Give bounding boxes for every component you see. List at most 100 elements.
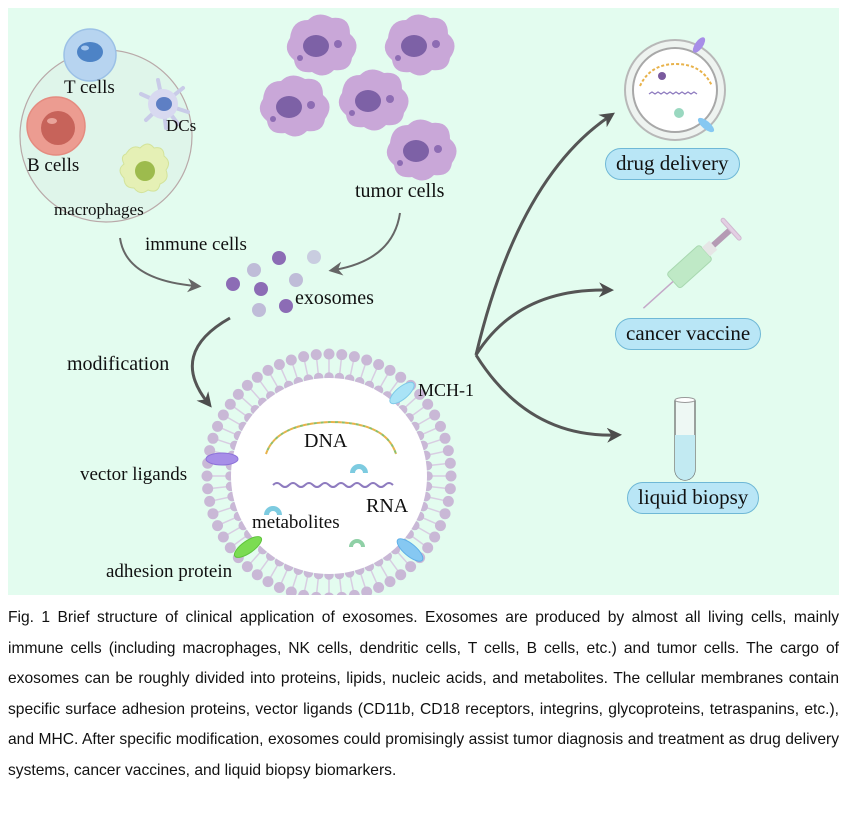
lipid-tail	[417, 416, 431, 426]
exosome-structure	[201, 348, 457, 595]
dna-strand	[265, 420, 397, 455]
t-cells-label: T cells	[64, 77, 115, 98]
lipid-tail	[339, 359, 342, 374]
lipid-head	[207, 432, 219, 444]
b-cells-label: B cells	[27, 155, 80, 176]
immune-cells-group	[19, 28, 193, 223]
macrophages-label: macrophages	[54, 200, 144, 219]
lipid-tail	[269, 374, 279, 388]
lipid-tail	[411, 406, 425, 417]
lipid-head	[384, 364, 396, 376]
lipid-head	[251, 569, 263, 581]
lipid-head	[439, 508, 451, 520]
tumor-cell-icon	[386, 119, 457, 181]
dcs-label: DCs	[166, 116, 197, 135]
exosomes-label: exosomes	[295, 287, 374, 309]
lipid-head	[348, 351, 360, 363]
lipid-tail	[214, 496, 229, 502]
lipid-tail	[339, 578, 342, 593]
lipid-tail	[405, 397, 417, 408]
lipid-tail	[233, 406, 247, 417]
lipid-tail	[241, 397, 253, 408]
lipid-tail	[221, 517, 236, 525]
lipid-tail	[269, 564, 279, 578]
lipid-head	[298, 351, 310, 363]
lipid-head	[336, 349, 348, 361]
lipid-tail	[431, 463, 446, 466]
vector-ligands-label: vector ligands	[80, 464, 188, 485]
lipid-tail	[397, 552, 408, 564]
lipid-tail	[250, 552, 261, 564]
tumor-cell-icon	[286, 14, 357, 76]
lipid-head	[262, 576, 274, 588]
lipid-head	[444, 483, 456, 495]
vector-ligand-icon	[205, 452, 239, 466]
rna-label: RNA	[366, 495, 409, 517]
lipid-tail	[221, 427, 236, 435]
lipid-tail	[217, 507, 232, 513]
lipid-head	[384, 576, 396, 588]
membrane-protein-icon	[396, 538, 424, 562]
lipid-head	[445, 470, 457, 482]
lipid-head	[439, 432, 451, 444]
tumor-cell-icon	[384, 14, 455, 76]
lipid-head	[207, 508, 219, 520]
lipid-head	[224, 542, 236, 554]
lipid-tail	[259, 380, 270, 394]
lipid-head	[429, 531, 441, 543]
figure-artwork	[19, 14, 742, 595]
lipid-head	[232, 388, 244, 400]
tumor-cells-label: tumor cells	[355, 180, 445, 202]
test-tube-icon	[674, 397, 696, 481]
lipid-tail	[292, 573, 298, 588]
lipid-tail	[411, 535, 425, 546]
lipid-head	[251, 371, 263, 383]
lipid-head	[204, 445, 216, 457]
loaded-vesicle-icon	[624, 37, 726, 141]
lipid-head	[217, 409, 229, 421]
lipid-tail	[316, 359, 319, 374]
lipid-tail	[429, 450, 444, 456]
lipid-head	[273, 581, 285, 593]
t-cell-icon	[63, 28, 117, 82]
lipid-tail	[388, 558, 399, 572]
lipid-head	[262, 364, 274, 376]
lipid-tail	[303, 576, 309, 591]
lipid-head	[434, 420, 446, 432]
lipid-tail	[370, 569, 378, 584]
lipid-head	[224, 398, 236, 410]
lipid-tail	[379, 564, 389, 578]
macrophage-icon	[119, 143, 170, 194]
arrow-modification	[190, 316, 231, 408]
lipid-head	[361, 354, 373, 366]
liquid-biopsy-pill: liquid biopsy	[627, 482, 760, 515]
adhesion-protein-label: adhesion protein	[106, 561, 233, 582]
lipid-head	[434, 520, 446, 532]
adhesion-protein-icon	[233, 536, 263, 558]
figure-caption: Fig. 1 Brief structure of clinical appli…	[8, 609, 839, 779]
lipid-head	[285, 354, 297, 366]
lipid-head	[310, 349, 322, 361]
lipid-tail	[292, 364, 298, 379]
lipid-head	[373, 581, 385, 593]
lipid-tail	[429, 496, 444, 502]
immune-cells-label: immune cells	[145, 234, 247, 255]
lipid-tail	[259, 558, 270, 572]
tumor-cells-group	[259, 14, 457, 181]
lipid-tail	[280, 368, 288, 383]
lipid-tail	[316, 578, 319, 593]
lipid-head	[444, 457, 456, 469]
lipid-head	[241, 379, 253, 391]
lipid-tail	[349, 576, 355, 591]
lipid-tail	[426, 507, 441, 513]
lipid-head	[201, 470, 213, 482]
lipid-head	[336, 591, 347, 595]
lipid-head	[442, 445, 454, 457]
metabolite-icon	[264, 506, 282, 515]
lipid-head	[323, 348, 335, 360]
lipid-head	[395, 569, 407, 581]
lipid-head	[324, 592, 334, 595]
arrow-tumor-to-exosomes	[328, 212, 401, 276]
syringe-icon	[642, 217, 742, 309]
lipid-tail	[360, 364, 366, 379]
